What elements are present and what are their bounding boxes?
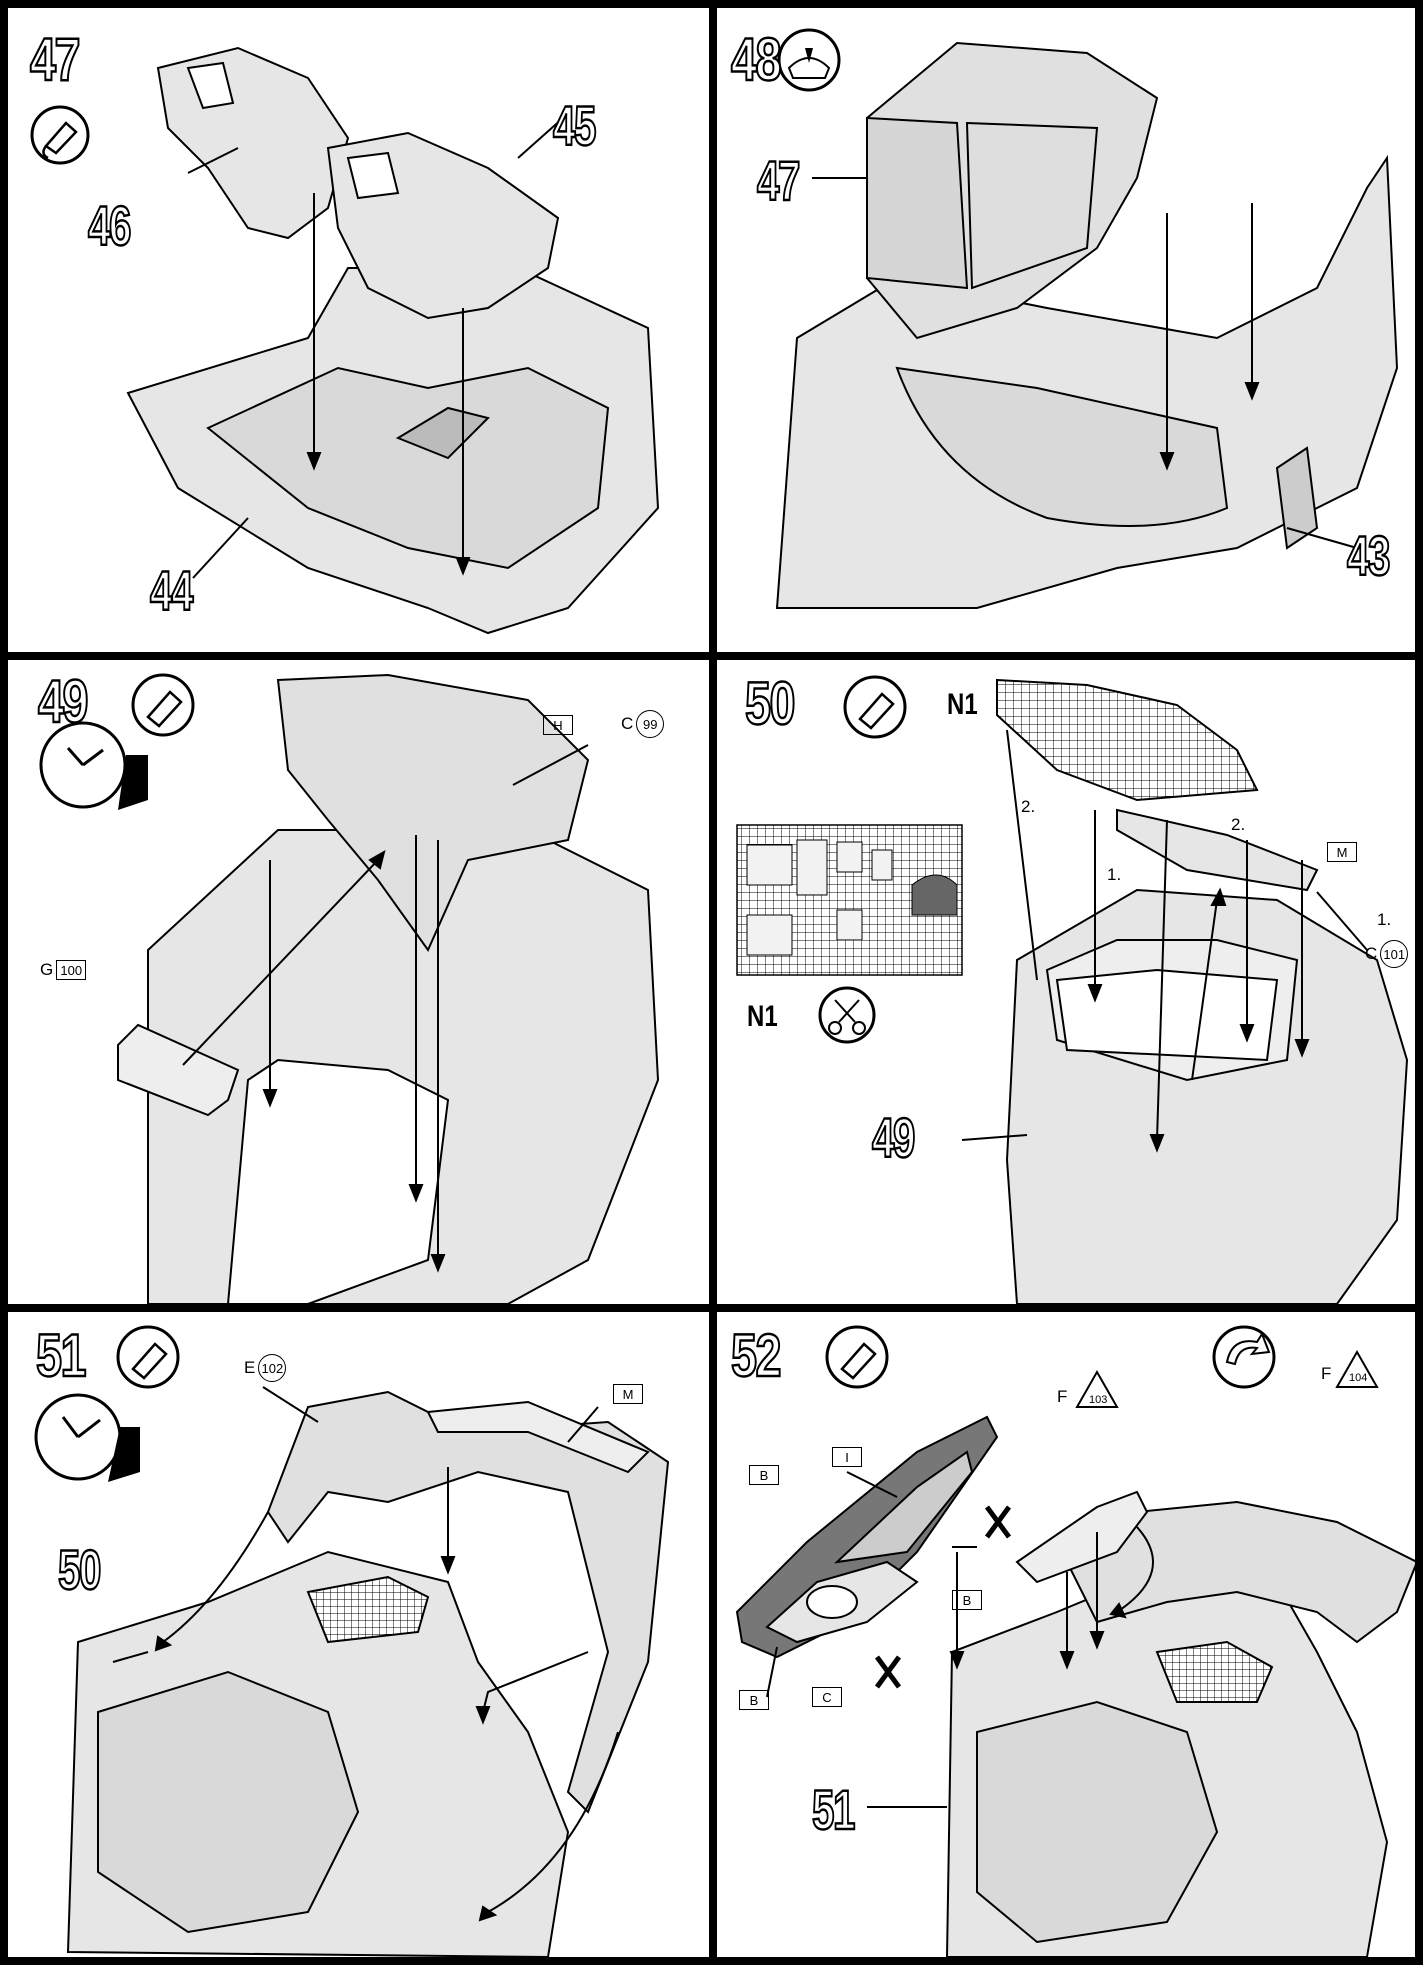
glue-tube-icon: [825, 1325, 889, 1389]
part-code-e102: E 102: [244, 1354, 287, 1382]
step-50-panel: 50 N1 N1 M C 101 2. 2. 1. 1. 49: [709, 652, 1423, 1312]
part-f2-number: 104: [1349, 1372, 1368, 1384]
step-number: 52: [730, 1322, 782, 1389]
decal-n1-top-label: N1: [947, 688, 978, 721]
step-number: 51: [35, 1322, 87, 1389]
scissors-icon: [818, 986, 876, 1044]
part-c-number: 101: [1380, 940, 1409, 968]
color-code-h: H: [543, 715, 573, 735]
glue-tube-icon: [131, 673, 195, 737]
color-code-i: I: [832, 1447, 862, 1467]
color-m-box: M: [1327, 842, 1357, 862]
part-f1-number: 103: [1089, 1394, 1108, 1406]
step-51-panel: 51 E 102 M 50: [0, 1304, 717, 1965]
step-47-panel: 47 46 45 44: [0, 0, 717, 660]
glue-tube-icon: [843, 675, 907, 739]
part-label-47: 47: [756, 149, 801, 212]
part-g-letter: G: [40, 960, 54, 979]
part-label-43: 43: [1346, 524, 1391, 587]
sequence-1-left: 1.: [1107, 865, 1122, 884]
glue-tube-icon: [116, 1325, 180, 1389]
color-code-b-top: B: [749, 1465, 779, 1485]
step-52-panel: 52 F 103 F 104 B I B B C 51: [709, 1304, 1423, 1965]
step-49-drawing: [39, 673, 660, 1304]
color-code-b-right: B: [952, 1590, 982, 1610]
part-label-51: 51: [811, 1778, 856, 1841]
water-decal-icon: [777, 28, 841, 92]
part-c-letter: C: [621, 714, 634, 733]
part-code-c99: C 99: [621, 710, 665, 738]
part-label-50: 50: [57, 1538, 102, 1601]
color-h-box: H: [543, 715, 573, 735]
part-code-f103: F: [1057, 1387, 1067, 1407]
part-label-44: 44: [149, 559, 194, 622]
part-f2-letter: F: [1321, 1364, 1332, 1383]
decal-n1-cut-label: N1: [747, 1000, 778, 1033]
part-label-45: 45: [552, 94, 597, 157]
part-code-c101: C 101: [1365, 940, 1409, 968]
step-52-drawing: [735, 1325, 1415, 1957]
part-code-g100: G 100: [40, 960, 87, 980]
part-code-f104: F: [1321, 1364, 1331, 1384]
sequence-1-right: 1.: [1377, 910, 1392, 929]
glue-tube-icon: [30, 105, 90, 165]
part-f1-letter: F: [1057, 1387, 1068, 1406]
flip-over-icon: [1212, 1325, 1276, 1389]
step-47-drawing: [30, 46, 660, 635]
step-number: 49: [37, 668, 89, 735]
color-code-m: M: [613, 1384, 643, 1404]
step-number: 48: [730, 26, 782, 93]
step-51-drawing: [34, 1325, 670, 1957]
part-label-49: 49: [871, 1106, 916, 1169]
color-code-c: C: [812, 1687, 842, 1707]
step-48-drawing: [775, 28, 1399, 609]
part-e-letter: E: [244, 1358, 256, 1377]
part-g-number: 100: [56, 960, 87, 980]
part-c-letter: C: [1365, 944, 1378, 963]
color-m-box: M: [613, 1384, 643, 1404]
drying-time-clock-icon: [34, 1393, 140, 1482]
step-49-panel: 49 H C 99 G 100: [0, 652, 717, 1312]
step-48-panel: 48 47 43: [709, 0, 1423, 660]
step-number: 47: [29, 26, 81, 93]
sequence-2-right: 2.: [1231, 815, 1246, 834]
part-label-46: 46: [87, 194, 132, 257]
sequence-2-left: 2.: [1021, 797, 1036, 816]
color-code-m: M: [1327, 842, 1357, 862]
step-number: 50: [744, 670, 796, 737]
step-50-drawing: [736, 675, 1409, 1304]
color-code-b-bottom: B: [739, 1690, 769, 1710]
drying-time-clock-icon: [39, 721, 148, 810]
part-e-number: 102: [258, 1354, 287, 1382]
part-c-number: 99: [636, 710, 665, 738]
